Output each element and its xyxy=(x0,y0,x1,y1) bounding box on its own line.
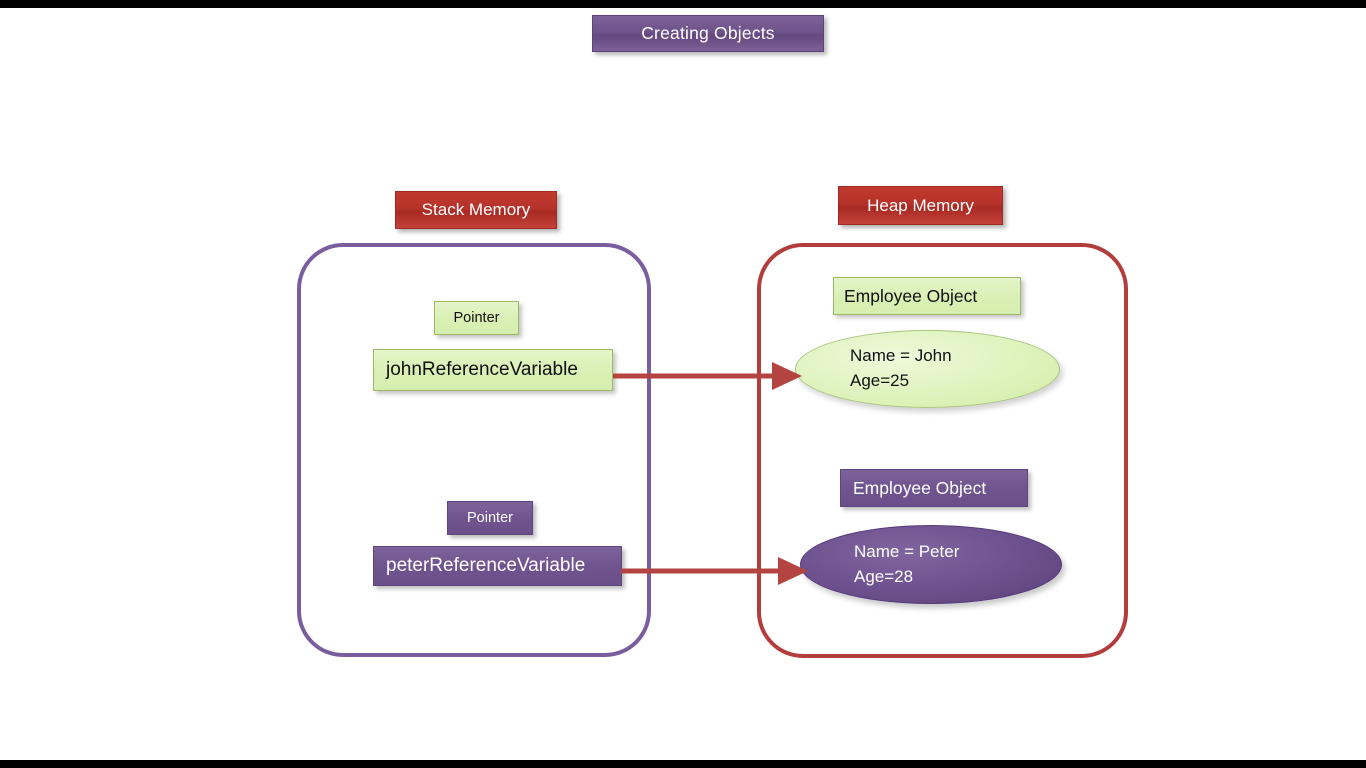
peter-reference-variable-box: peterReferenceVariable xyxy=(373,546,622,586)
john-reference-variable-box: johnReferenceVariable xyxy=(373,349,613,391)
employee-object-label-peter: Employee Object xyxy=(840,469,1028,507)
employee-object-john-ellipse: Name = John Age=25 xyxy=(795,330,1060,408)
slide-canvas: Creating Objects Stack Memory Pointer jo… xyxy=(0,8,1366,760)
letterbox-top-bar xyxy=(0,0,1366,8)
peter-reference-arrow-icon xyxy=(621,557,809,585)
stack-memory-region xyxy=(297,243,651,657)
john-field-age: Age=25 xyxy=(850,371,910,390)
employee-object-label-john: Employee Object xyxy=(833,277,1021,315)
page-title: Creating Objects xyxy=(592,15,824,52)
peter-field-name: Name = Peter xyxy=(854,541,960,561)
pointer-label-john: Pointer xyxy=(434,301,519,335)
stack-memory-label: Stack Memory xyxy=(395,191,557,229)
heap-memory-label: Heap Memory xyxy=(838,186,1003,225)
john-field-name: Name = John xyxy=(850,346,952,366)
employee-object-peter-ellipse: Name = Peter Age=28 xyxy=(800,525,1062,604)
john-reference-arrow-icon xyxy=(613,362,803,390)
pointer-label-peter: Pointer xyxy=(447,501,533,535)
heap-memory-region xyxy=(757,243,1128,658)
letterbox-bottom-bar xyxy=(0,760,1366,768)
peter-field-age: Age=28 xyxy=(854,566,914,586)
